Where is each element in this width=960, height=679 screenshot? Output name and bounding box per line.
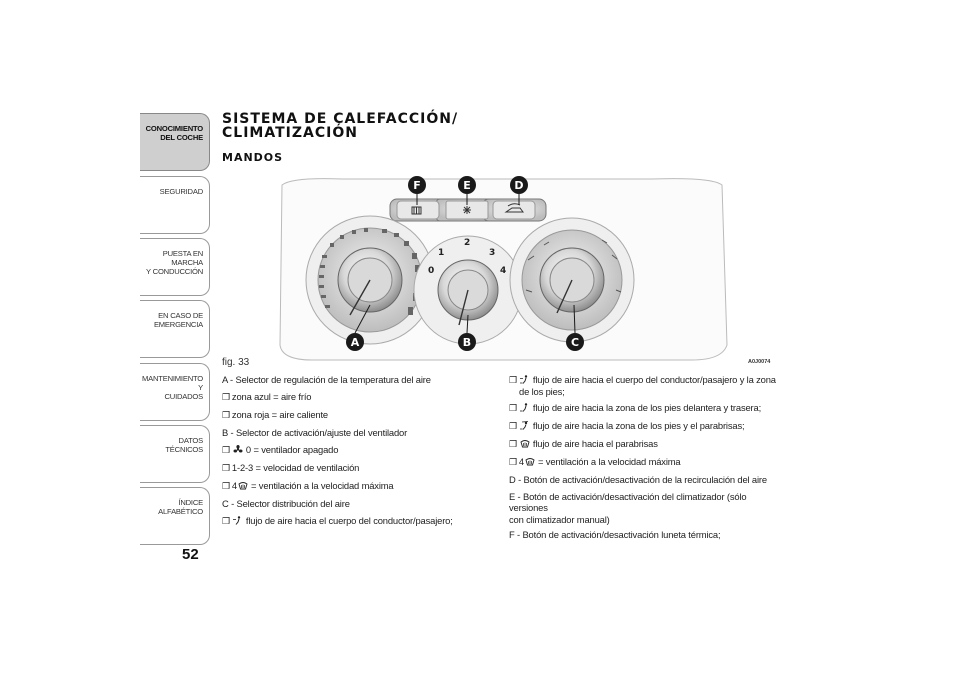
top-buttons	[389, 198, 547, 222]
selector-c-item-feet-windshield: ❒flujo de aire hacia la zona de los pies…	[509, 419, 745, 431]
fan-knob: 0 1 2 3 4	[413, 235, 523, 345]
selector-b-item-speeds: ❒1-2-3 = velocidad de ventilación	[222, 462, 360, 473]
tab-mantenimiento[interactable]: MANTENIMIENTO Y CUIDADOS	[140, 363, 210, 421]
airflow-body-icon	[232, 516, 243, 525]
callout-d: D	[514, 179, 523, 192]
right-column: ❒flujo de aire hacia el cuerpo del condu…	[509, 374, 784, 546]
fan-label-3: 3	[489, 248, 495, 258]
selector-c-item-body: ❒flujo de aire hacia el cuerpo del condu…	[222, 515, 453, 526]
selector-b-title: B - Selector de activación/ajuste del ve…	[222, 427, 408, 438]
selector-c-item-body-feet: ❒flujo de aire hacia el cuerpo del condu…	[509, 374, 776, 398]
selector-c-item-feet: ❒flujo de aire hacia la zona de los pies…	[509, 401, 762, 413]
tab-en-caso-de-emergencia[interactable]: EN CASO DE EMERGENCIA	[140, 300, 210, 358]
tab-datos-tecnicos[interactable]: DATOS TÉCNICOS	[140, 425, 210, 483]
callout-e: E	[463, 179, 471, 192]
fan-icon	[233, 445, 243, 454]
page-number: 52	[182, 546, 199, 563]
figure-code: A0J0074	[748, 359, 771, 365]
section-title: SISTEMA DE CALEFACCIÓN/ CLIMATIZACIÓN	[222, 111, 459, 141]
selector-c-title: C - Selector distribución del aire	[222, 498, 350, 509]
fan-label-0: 0	[428, 266, 434, 276]
selector-a-item-red: ❒zona roja = aire caliente	[222, 409, 328, 420]
selector-b-item-off: ❒0 = ventilador apagado	[222, 444, 339, 455]
button-d-description: D - Botón de activación/desactivación de…	[509, 473, 767, 485]
fan-label-1: 1	[438, 248, 444, 258]
selector-a-item-blue: ❒zona azul = aire frío	[222, 391, 312, 402]
windshield-max-icon	[525, 457, 535, 466]
temperature-knob	[305, 215, 435, 345]
callout-a: A	[351, 336, 360, 349]
tab-puesta-en-marcha[interactable]: PUESTA EN MARCHA Y CONDUCCIÓN	[140, 238, 210, 296]
fan-speed-labels: 0 1 2 3 4	[428, 238, 506, 276]
tab-conocimiento-del-coche[interactable]: CONOCIMIENTO DEL COCHE	[140, 113, 210, 171]
left-column: A - Selector de regulación de la tempera…	[222, 374, 497, 533]
distribution-knob	[509, 217, 635, 343]
airflow-feet-icon	[519, 403, 530, 412]
selector-b-item-max: ❒4= ventilación a la velocidad máxima	[222, 480, 394, 491]
climate-controls-figure: 0 1 2 3 4 F E D A B C	[279, 176, 728, 361]
section-subtitle: MANDOS	[222, 151, 284, 164]
button-e-description: E - Botón de activación/desactivación de…	[509, 490, 747, 525]
callout-f: F	[413, 179, 421, 192]
selector-c-item-windshield: ❒flujo de aire hacia el parabrisas	[509, 437, 658, 449]
fan-label-2: 2	[464, 238, 470, 248]
callout-b: B	[463, 336, 471, 349]
windshield-icon	[520, 439, 530, 448]
airflow-feet-windshield-icon	[519, 420, 530, 430]
selector-c-item-max: ❒4= ventilación a la velocidad máxima	[509, 455, 681, 467]
callout-c: C	[571, 336, 579, 349]
rear-defrost-icon	[411, 206, 422, 215]
ac-icon	[463, 206, 471, 214]
windshield-defrost-icon	[238, 481, 248, 490]
button-f-description: F - Botón de activación/desactivación lu…	[509, 529, 721, 541]
tab-indice-alfabetico[interactable]: ÍNDICE ALFABÉTICO	[140, 487, 210, 545]
airflow-body-feet-icon	[519, 375, 530, 384]
selector-a-title: A - Selector de regulación de la tempera…	[222, 374, 431, 385]
fan-label-4: 4	[500, 266, 506, 276]
tab-seguridad[interactable]: SEGURIDAD	[140, 176, 210, 234]
figure-caption: fig. 33	[222, 357, 250, 368]
